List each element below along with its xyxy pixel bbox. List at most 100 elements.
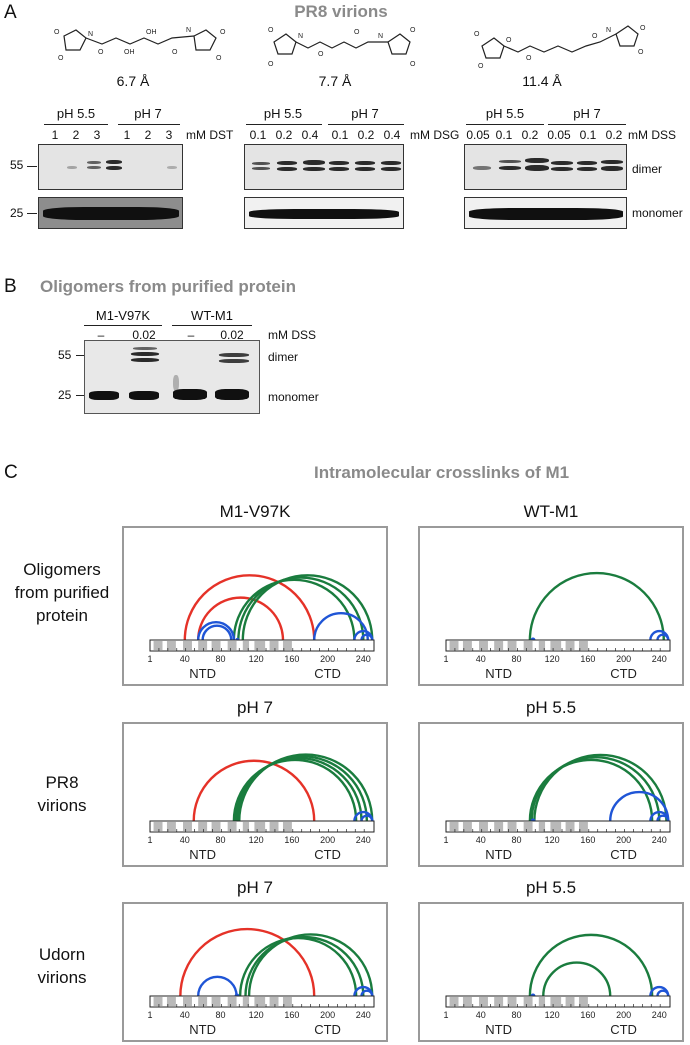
svg-text:N: N [298, 33, 303, 40]
helix-block [550, 822, 562, 831]
svg-text:O: O [640, 25, 646, 32]
dss-reagent-label: mM DSS [628, 128, 676, 142]
monomer-label-b: monomer [268, 390, 319, 404]
axis-tick-label: 160 [284, 1010, 299, 1020]
axis-tick-label: 120 [545, 835, 560, 845]
svg-text:O: O [172, 49, 178, 56]
panel-a-title: PR8 virions [294, 2, 388, 21]
helix-block [449, 641, 459, 650]
ntd-label: NTD [189, 666, 216, 681]
helix-block [479, 641, 488, 650]
svg-text:N: N [88, 31, 93, 38]
marker-55-tick-a [27, 166, 37, 167]
panel-c-title: Intramolecular crosslinks of M1 [314, 463, 570, 482]
axis-tick-label: 80 [215, 1010, 225, 1020]
helix-block [211, 641, 221, 650]
axis-tick-label: 80 [511, 835, 521, 845]
axis-tick-label: 160 [580, 835, 595, 845]
marker-55-a: 55 [10, 158, 24, 172]
dst-dimer-blot [38, 144, 183, 190]
marker-55-b: 55 [58, 348, 72, 362]
ntd-label: NTD [485, 1022, 512, 1037]
helix-block [211, 822, 221, 831]
dss-ph7-bracket [548, 124, 626, 125]
helix-block [565, 822, 575, 831]
helix-block [211, 997, 221, 1006]
crosslink-arc-blue [656, 989, 670, 997]
dst-ph55-label: pH 5.5 [56, 106, 96, 121]
axis-tick-label: 240 [356, 835, 371, 845]
dsg-lane-4: 0.1 [331, 128, 349, 142]
axis-tick-label: 200 [616, 835, 631, 845]
dss-lane-3: 0.2 [521, 128, 539, 142]
crosslink-arc-blue [313, 612, 369, 641]
crosslink-arc-green [238, 753, 374, 822]
helix-block [462, 641, 472, 650]
dsg-ph7-bracket [328, 124, 404, 125]
dsg-lane-3: 0.4 [301, 128, 319, 142]
axis-tick-label: 1 [147, 654, 152, 664]
helix-block [565, 641, 575, 650]
cond-pr8-ph7: pH 7 [237, 698, 273, 717]
crosslink-arc-blue [360, 989, 374, 997]
axis-tick-label: 120 [545, 654, 560, 664]
dsg-ph7-label: pH 7 [351, 106, 379, 121]
helix-block [166, 997, 176, 1006]
dss-ph55-bracket [466, 124, 544, 125]
crosslink-arc-green [533, 754, 668, 822]
helix-block [198, 641, 208, 650]
dst-lane-5: 2 [144, 128, 152, 142]
helix-block [254, 822, 266, 831]
helix-block [153, 997, 163, 1006]
marker-55-tick-b [76, 355, 84, 356]
ntd-label: NTD [189, 847, 216, 862]
m1-v97k-bracket [84, 325, 162, 326]
wt-m1-bracket [172, 325, 252, 326]
ctd-label: CTD [610, 666, 637, 681]
crosslink-arc-blue [656, 814, 670, 822]
axis-tick-label: 80 [511, 654, 521, 664]
dst-ph55-bracket [44, 124, 108, 125]
svg-text:O: O [474, 31, 480, 38]
cond-wt-m1: WT-M1 [523, 502, 579, 521]
helix-block [479, 997, 488, 1006]
axis-tick-label: 200 [616, 654, 631, 664]
helix-block [494, 822, 504, 831]
axis-tick-label: 40 [476, 835, 486, 845]
helix-block [269, 822, 279, 831]
dsg-structure-image: OON OO NOO [268, 27, 416, 68]
dsg-distance: 7.7 Å [318, 73, 352, 89]
helix-block [153, 822, 163, 831]
axis-tick-label: 1 [443, 1010, 448, 1020]
crosslink-arc-green [234, 756, 363, 822]
wt-m1-label: WT-M1 [191, 308, 233, 323]
crosslink-arc-green [542, 961, 612, 997]
crosslink-arc-red [179, 928, 316, 997]
axis-tick-label: 40 [180, 654, 190, 664]
crosslink-arc-blue [201, 624, 233, 641]
helix-block [282, 822, 292, 831]
svg-text:O: O [98, 49, 104, 56]
helix-block [227, 641, 237, 650]
dsg-dimer-blot [244, 144, 404, 190]
row-label-oligomers: Oligomers from purified protein [14, 560, 110, 625]
dst-monomer-blot [38, 197, 183, 229]
svg-text:O: O [220, 29, 226, 36]
axis-tick-label: 160 [580, 654, 595, 664]
axis-tick-label: 200 [616, 1010, 631, 1020]
svg-text:O: O [58, 55, 64, 62]
helix-block [166, 822, 176, 831]
ntd-label: NTD [189, 1022, 216, 1037]
helix-block [523, 641, 533, 650]
axis-tick-label: 80 [511, 1010, 521, 1020]
b-lane-1: – [97, 328, 105, 342]
dst-ph7-bracket [118, 124, 180, 125]
svg-text:O: O [354, 29, 360, 36]
helix-block [183, 997, 192, 1006]
